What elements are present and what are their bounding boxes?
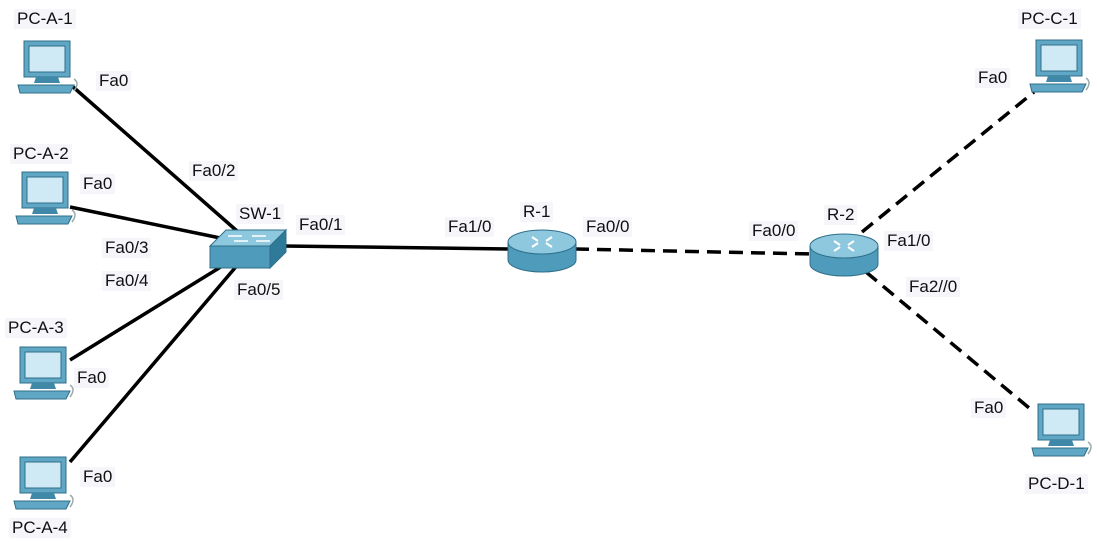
- port-label: Fa0: [74, 368, 110, 388]
- r1-name: R-1: [520, 202, 554, 222]
- link-sw1-r1[interactable]: [282, 244, 511, 251]
- port-label: Fa0/0: [749, 221, 799, 241]
- port-label: Fa1/0: [884, 231, 934, 251]
- pc-icon[interactable]: [1030, 402, 1094, 460]
- port-label: Fa0: [80, 174, 116, 194]
- link-r2-pc-c1[interactable]: [860, 90, 1036, 234]
- port-label: Fa0/5: [234, 280, 284, 300]
- port-label: Fa0/3: [102, 238, 152, 258]
- r2-name: R-2: [824, 205, 858, 225]
- pc-a4-name: PC-A-4: [9, 518, 71, 538]
- router-icon[interactable]: [808, 232, 880, 278]
- port-label: Fa0/1: [296, 215, 346, 235]
- port-label: Fa0: [971, 398, 1007, 418]
- pc-a1-name: PC-A-1: [14, 9, 76, 29]
- pc-d1-name: PC-D-1: [1025, 474, 1088, 494]
- router-icon[interactable]: [506, 228, 578, 274]
- pc-icon[interactable]: [1028, 38, 1092, 96]
- port-label: Fa0: [975, 68, 1011, 88]
- link-pc-a3-sw1[interactable]: [69, 258, 233, 362]
- pc-a3-name: PC-A-3: [5, 318, 67, 338]
- pc-icon[interactable]: [12, 455, 76, 513]
- pc-c1-name: PC-C-1: [1018, 9, 1081, 29]
- pc-icon[interactable]: [12, 345, 76, 403]
- link-pc-a1-sw1[interactable]: [70, 84, 247, 240]
- port-label: Fa1/0: [445, 217, 495, 237]
- port-label: Fa0: [96, 71, 132, 91]
- link-r1-r2[interactable]: [574, 247, 813, 256]
- port-label: Fa0/0: [583, 217, 633, 237]
- switch-icon[interactable]: [206, 228, 288, 270]
- port-label: Fa0/4: [102, 271, 152, 291]
- pc-icon[interactable]: [16, 39, 80, 97]
- pc-a2-name: PC-A-2: [10, 144, 72, 164]
- port-label: Fa0: [80, 467, 116, 487]
- pc-icon[interactable]: [14, 170, 78, 228]
- port-label: Fa2//0: [906, 277, 961, 297]
- link-r2-pc-d1[interactable]: [864, 270, 1036, 414]
- port-label: Fa0/2: [189, 161, 239, 181]
- sw1-name: SW-1: [236, 204, 285, 224]
- link-pc-a2-sw1[interactable]: [69, 205, 231, 242]
- link-pc-a4-sw1[interactable]: [68, 260, 242, 464]
